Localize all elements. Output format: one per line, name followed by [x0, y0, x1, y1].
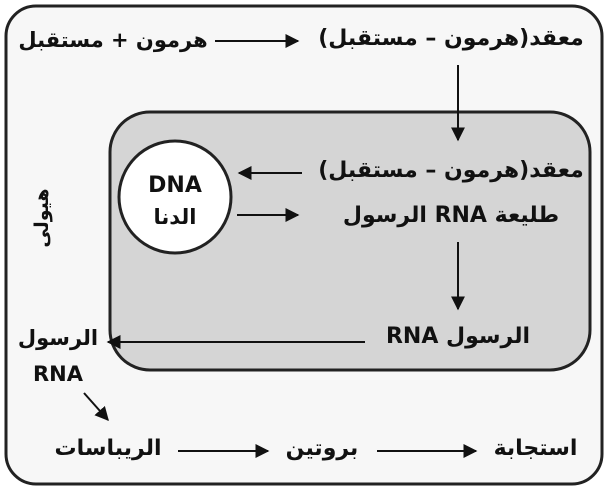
label-dna-en: DNA	[148, 173, 202, 198]
label-response: استجابة	[493, 436, 578, 461]
label-mrna-outer-line2: RNA	[33, 362, 83, 386]
label-complex-inner: معقد(هرمون – مستقبل)	[318, 158, 584, 183]
label-ribosomes: الريباسات	[54, 436, 162, 461]
label-cytoplasm: هيولى	[31, 188, 53, 248]
label-hormone-plus-receptor: هرمون + مستقبل	[18, 28, 208, 52]
dna-circle	[117, 139, 233, 255]
label-protein: بروتين	[285, 436, 359, 461]
nucleus-compartment	[108, 110, 592, 372]
label-mrna-inner: RNA الرسول	[385, 324, 531, 349]
label-pre-mrna: طليعة RNA الرسول	[342, 203, 560, 228]
label-mrna-outer-line1: الرسول	[17, 326, 99, 350]
label-dna-ar: الدنا	[153, 205, 197, 229]
label-complex-outer: معقد(هرمون – مستقبل)	[318, 26, 584, 51]
arrow-mrna-to-ribosomes	[83, 392, 109, 422]
